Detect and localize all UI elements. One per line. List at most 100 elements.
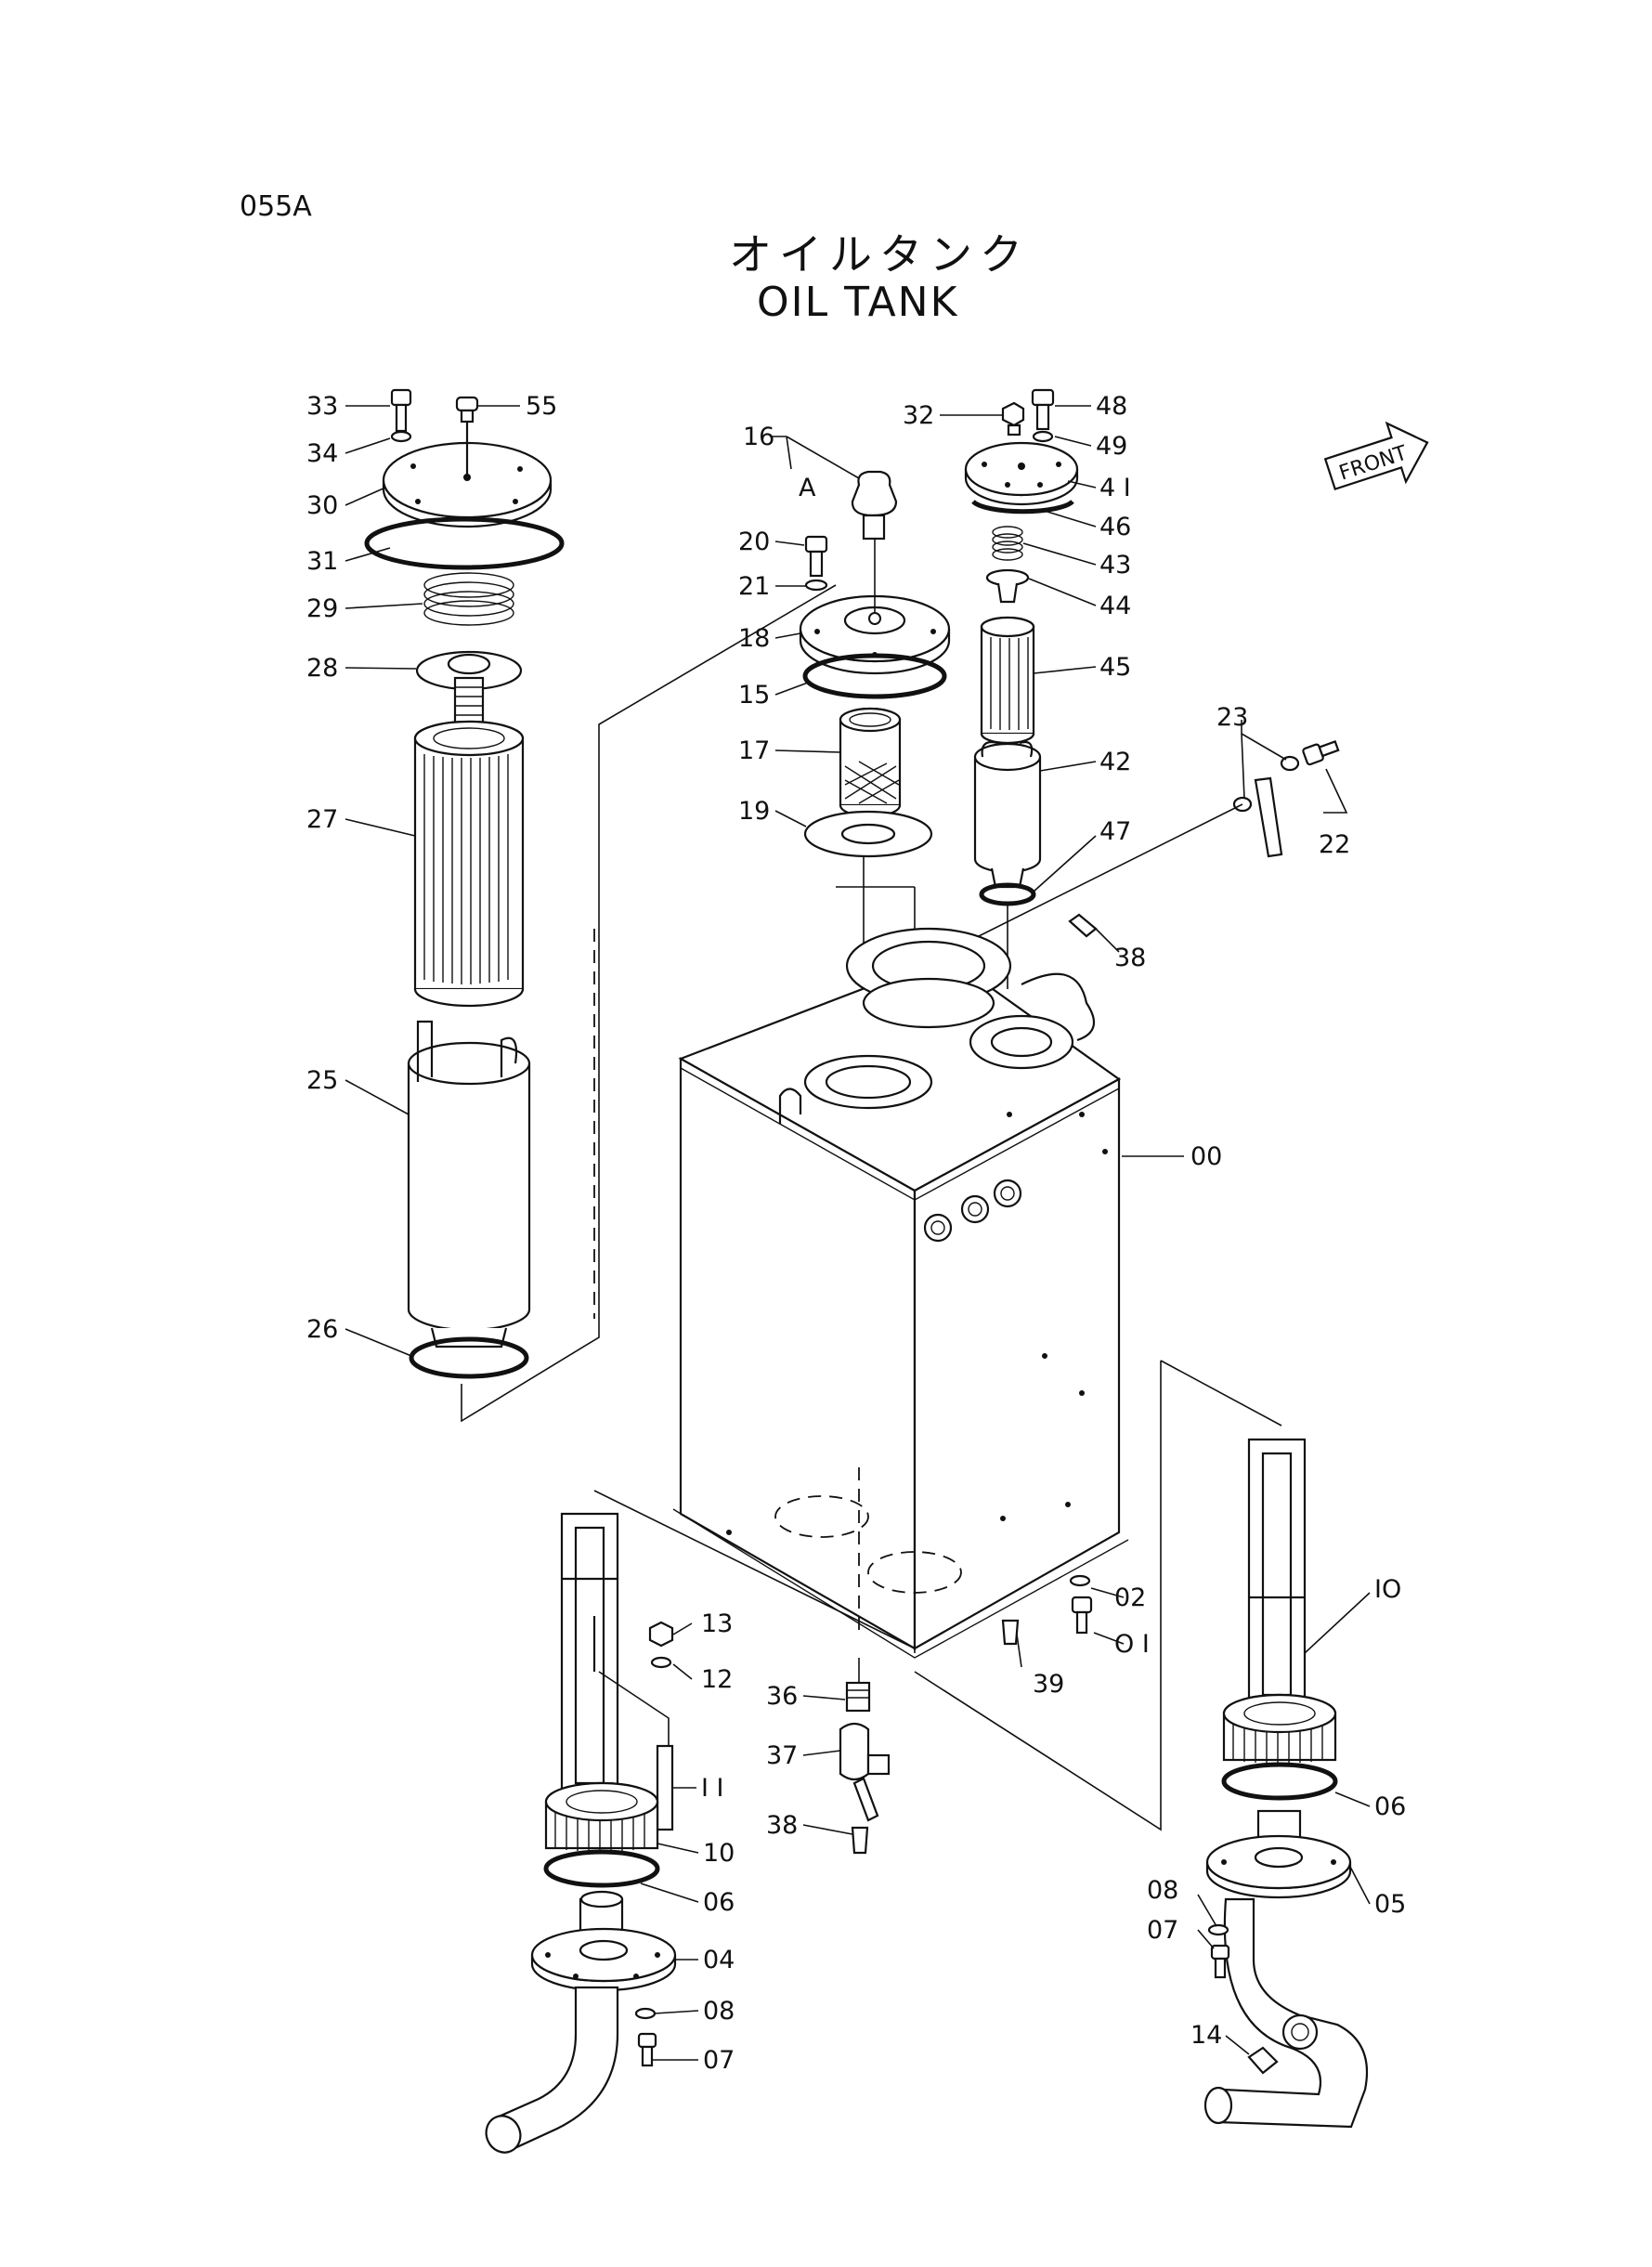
callout-labels: 33 55 34 30 31 29 28 27 25 26 16 A 20 21… [306,392,1406,2075]
callout-37: 37 [766,1741,798,1770]
callout-47: 47 [1099,817,1131,846]
callout-23: 23 [1216,703,1248,732]
callout-45: 45 [1099,653,1131,682]
flange-05 [1205,1809,1352,1899]
spring-29 [423,572,514,626]
callout-43: 43 [1099,551,1131,580]
callout-25: 25 [306,1066,338,1095]
title-japanese: オイルタンク [729,229,1030,280]
drain-valve [839,1658,891,1855]
callout-42: 42 [1099,748,1131,776]
callout-41: 4 I [1099,474,1131,502]
callout-11: I I [701,1774,724,1803]
front-arrow-label: FRONT [1336,441,1411,485]
line-filter-assembly [951,388,1079,994]
bolt-33 [390,388,412,433]
plug-32 [1001,401,1025,436]
page-code: 055A [240,190,312,223]
plug-38-top [1068,913,1098,938]
callout-10-left: 10 [703,1839,735,1868]
callout-15: 15 [738,681,770,710]
callout-A: A [799,474,816,502]
filter-case-42 [973,740,1042,889]
breather-assembly [799,470,951,1101]
callout-08-left: 08 [703,1997,735,2026]
o-ring-47 [979,882,1036,906]
callout-55: 55 [526,392,557,421]
callout-38-top: 38 [1114,944,1146,972]
breather-16 [851,470,898,541]
bolt-01 [1071,1596,1093,1635]
plate-19 [803,810,933,858]
callout-06-left: 06 [703,1888,735,1917]
callout-48: 48 [1096,392,1127,421]
callout-22: 22 [1319,830,1350,859]
callout-19: 19 [738,797,770,826]
filter-element-27 [413,720,525,1008]
filter-element-45 [980,616,1035,745]
callout-30: 30 [306,491,338,520]
callout-07-right: 07 [1147,1916,1178,1945]
filter-case-25 [407,1020,531,1348]
washer-02 [1069,1574,1091,1587]
return-filter-assembly [364,388,837,1423]
oil-tank-00 [672,927,1129,1659]
callout-26: 26 [306,1315,338,1344]
callout-02: 02 [1114,1583,1146,1612]
bolt-48 [1031,388,1055,431]
washer-49 [1032,430,1054,443]
cover-30 [382,423,553,528]
plug-39 [1001,1619,1020,1646]
callout-49: 49 [1096,432,1127,461]
spring-43 [992,526,1023,561]
washer-34 [390,430,412,443]
callout-36: 36 [766,1682,798,1711]
o-ring-15 [802,653,947,699]
o-ring-26 [409,1336,529,1379]
callout-38-bottom: 38 [766,1811,798,1840]
callout-16: 16 [743,423,774,451]
callout-12: 12 [701,1665,733,1694]
callout-32: 32 [903,401,934,430]
callout-14: 14 [1190,2021,1222,2050]
callout-01: O I [1114,1630,1150,1659]
suction-pipe-right [914,1360,1369,2129]
leader-lines [345,405,1371,2061]
plug-55 [455,396,479,423]
valve-28 [415,650,523,726]
callout-04: 04 [703,1946,735,1974]
callout-07-left: 07 [703,2046,735,2075]
o-ring-06-right [1221,1762,1338,1801]
callout-00: 00 [1190,1142,1222,1171]
callout-44: 44 [1099,592,1131,620]
callout-28: 28 [306,654,338,683]
callout-27: 27 [306,805,338,834]
callout-29: 29 [306,594,338,623]
callout-05: 05 [1374,1890,1406,1919]
callout-39: 39 [1033,1670,1064,1699]
bolt-20 [804,535,828,578]
title-english: OIL TANK [757,279,959,326]
callout-10-right: IO [1374,1575,1401,1604]
o-ring-46 [971,500,1074,515]
flange-18 [799,539,951,675]
strainer-17 [839,707,902,818]
o-ring-31 [364,516,565,570]
front-arrow: FRONT [1323,421,1429,491]
callout-34: 34 [306,439,338,468]
callout-33: 33 [306,392,338,421]
cover-41 [964,441,1079,506]
washer-21 [804,579,828,592]
callout-31: 31 [306,547,338,576]
callout-21: 21 [738,572,770,601]
callout-06-right: 06 [1374,1792,1406,1821]
callout-46: 46 [1099,513,1131,541]
callout-17: 17 [738,736,770,765]
callout-13: 13 [701,1609,733,1638]
valve-44 [985,568,1030,604]
level-gauge [974,739,1340,939]
callout-20: 20 [738,528,770,556]
callout-08-right: 08 [1147,1876,1178,1905]
callout-18: 18 [738,624,770,653]
